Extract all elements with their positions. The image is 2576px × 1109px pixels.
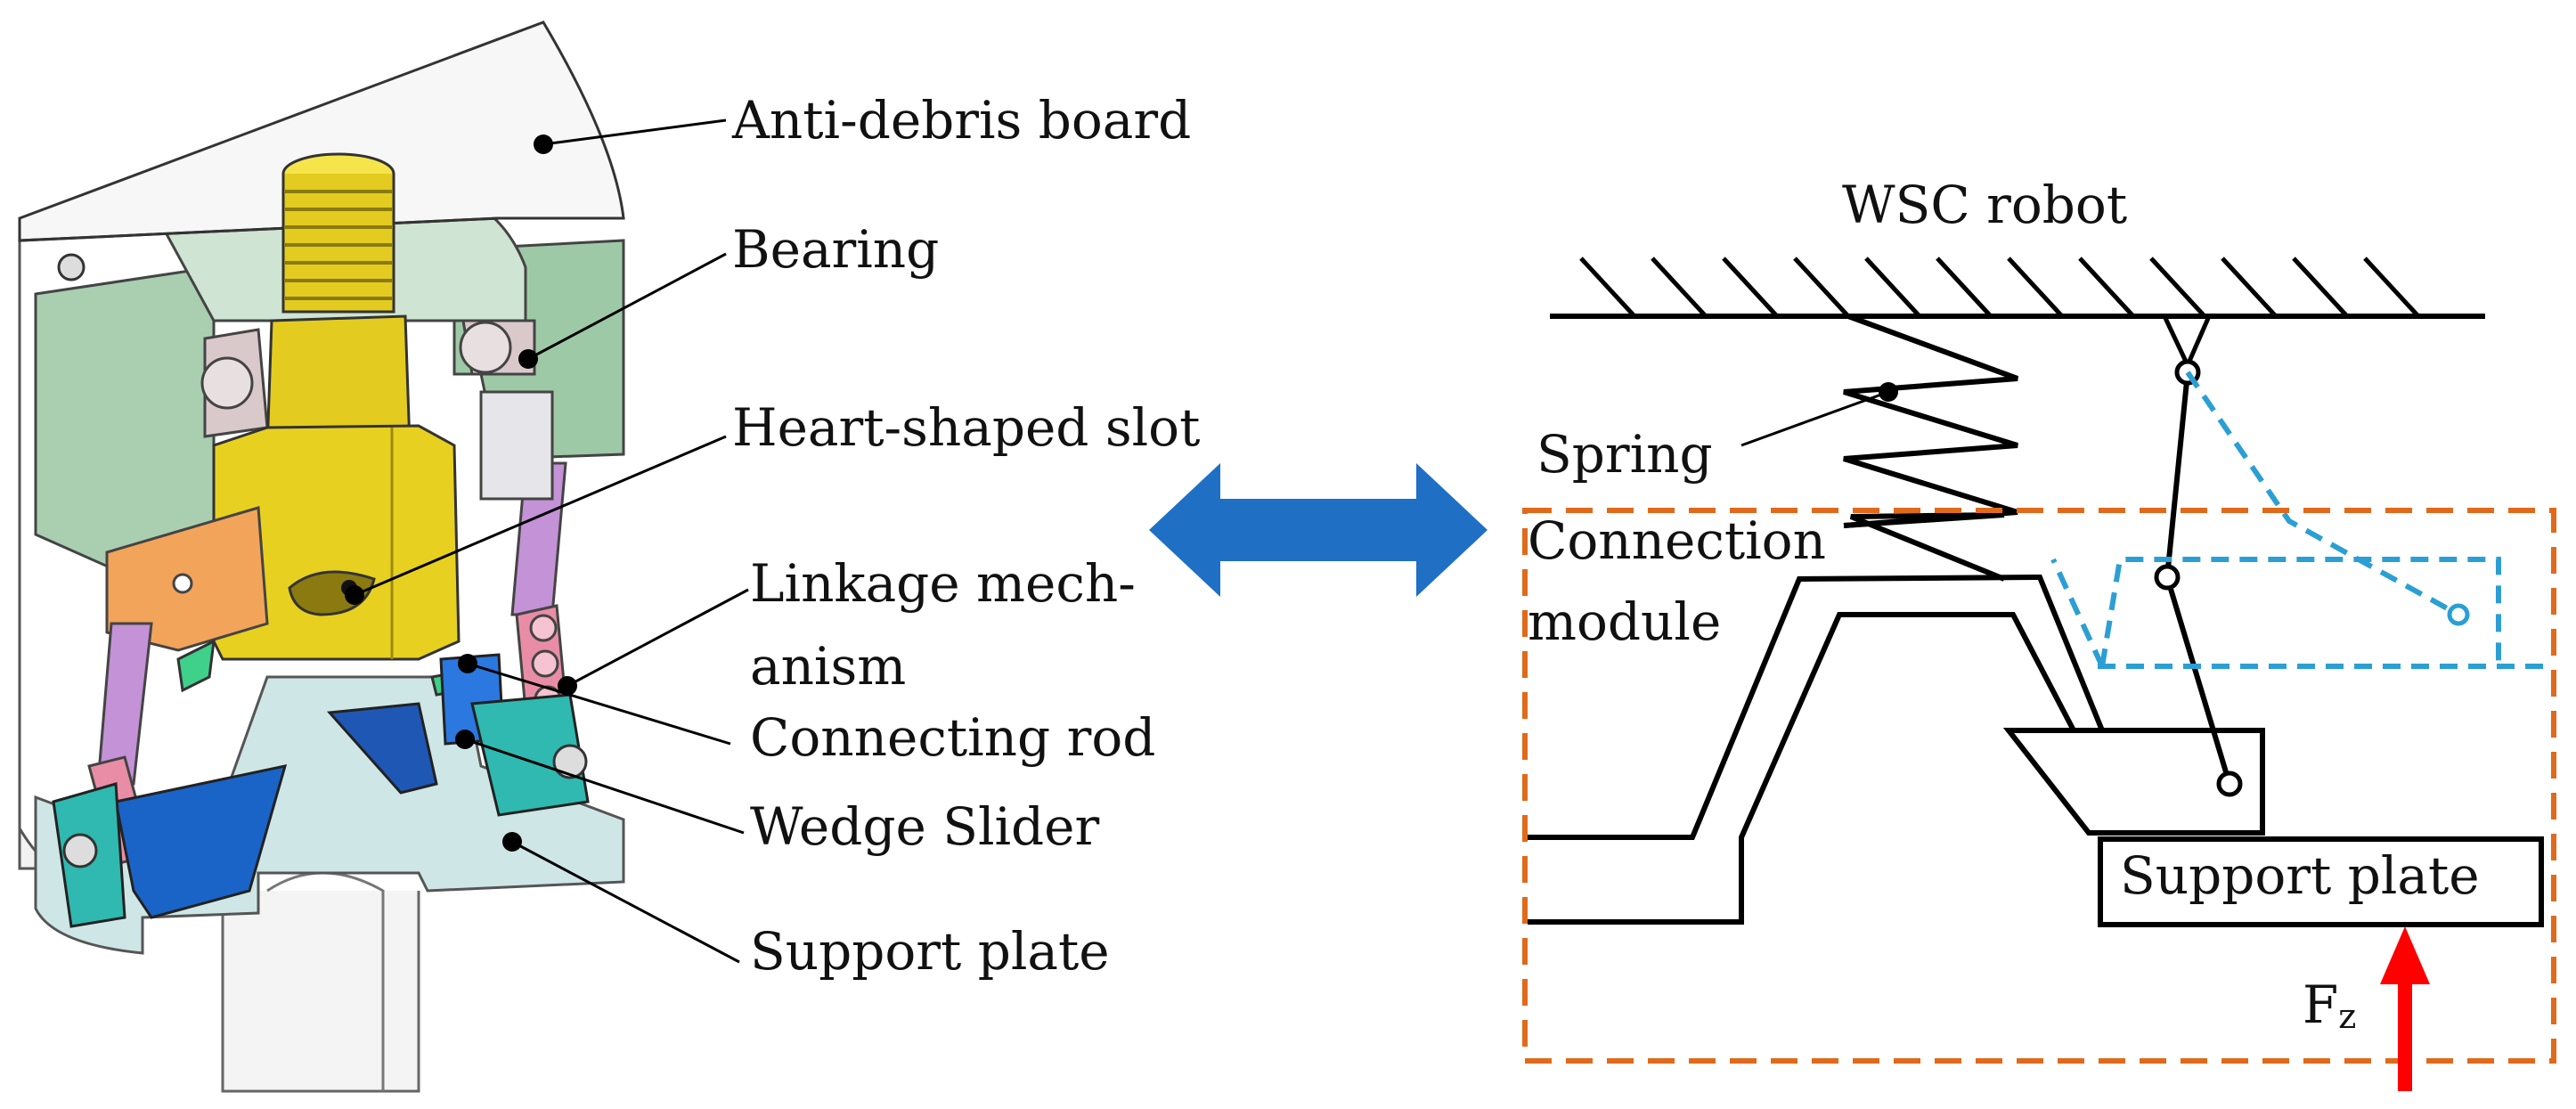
label-force-main: F bbox=[2303, 974, 2338, 1035]
label-support-plate-right: Support plate bbox=[2120, 845, 2480, 906]
label-linkage-line1: Linkage mech- bbox=[750, 553, 1136, 614]
pink-joint-2 bbox=[531, 649, 559, 678]
bearing-ball-right bbox=[459, 321, 512, 374]
connection-module-inner bbox=[1528, 612, 2076, 925]
blue-wedge-center bbox=[326, 702, 438, 795]
schematic bbox=[1522, 257, 2556, 1091]
pivot-bottom bbox=[2216, 771, 2243, 797]
ground-hatching bbox=[1579, 257, 2420, 318]
label-anti-debris-board: Anti-debris board bbox=[731, 90, 1191, 151]
label-force-sub: z bbox=[2338, 997, 2356, 1036]
pivot-triangle bbox=[2161, 314, 2213, 371]
double-arrow bbox=[1149, 463, 1488, 597]
spring bbox=[1843, 314, 2019, 528]
label-force: Fz bbox=[2303, 974, 2356, 1036]
wedge-block bbox=[2002, 728, 2265, 836]
module-boundary bbox=[1522, 508, 2556, 1064]
label-support-plate-left: Support plate bbox=[750, 921, 1110, 982]
label-linkage-line2: anism bbox=[750, 636, 906, 697]
label-connecting-rod: Connecting rod bbox=[750, 707, 1155, 768]
blue-wedge-left bbox=[114, 764, 288, 919]
teal-bracket-right bbox=[470, 693, 590, 817]
spring-lower bbox=[1843, 512, 2006, 582]
pink-joint-1 bbox=[529, 614, 558, 642]
spring-leader-line bbox=[1740, 390, 1889, 447]
label-wedge-slider: Wedge Slider bbox=[750, 796, 1100, 857]
label-spring: Spring bbox=[1537, 424, 1713, 485]
label-connection-line2: module bbox=[1528, 591, 1721, 652]
support-plate-box bbox=[2098, 836, 2544, 927]
alternate-position bbox=[2050, 371, 2547, 669]
left-leader-lines bbox=[354, 118, 749, 964]
screw-thread bbox=[281, 174, 395, 314]
green-rod-left bbox=[176, 639, 216, 693]
anti-debris-edge bbox=[18, 216, 624, 242]
label-connection-line1: Connection bbox=[1528, 510, 1826, 571]
purple-block bbox=[479, 390, 554, 501]
label-wsc-robot: WSC robot bbox=[1842, 175, 2127, 235]
label-heart-shaped-slot: Heart-shaped slot bbox=[732, 397, 1200, 458]
screw-head-left bbox=[62, 833, 98, 868]
alternate-pivot bbox=[2447, 603, 2470, 626]
orange-hole bbox=[172, 573, 193, 594]
yellow-hex-block bbox=[212, 424, 461, 661]
screw-head-right bbox=[552, 744, 588, 779]
green-body bbox=[34, 265, 216, 572]
screw-head-top bbox=[57, 253, 86, 281]
connection-module-outer bbox=[1528, 574, 2105, 840]
purple-link-left bbox=[96, 622, 153, 786]
right-labels: WSC robot Spring Connection module Suppo… bbox=[1528, 175, 2480, 1036]
cad-model bbox=[18, 20, 749, 1093]
pivot-mid bbox=[2154, 564, 2181, 591]
left-labels: Anti-debris board Bearing Heart-shaped s… bbox=[731, 90, 1200, 982]
label-bearing: Bearing bbox=[732, 219, 939, 280]
lower-tube bbox=[221, 891, 420, 1093]
screw-thread-lines bbox=[285, 190, 392, 300]
force-arrow-head bbox=[2380, 926, 2430, 984]
bearing-ball-left bbox=[200, 356, 254, 410]
